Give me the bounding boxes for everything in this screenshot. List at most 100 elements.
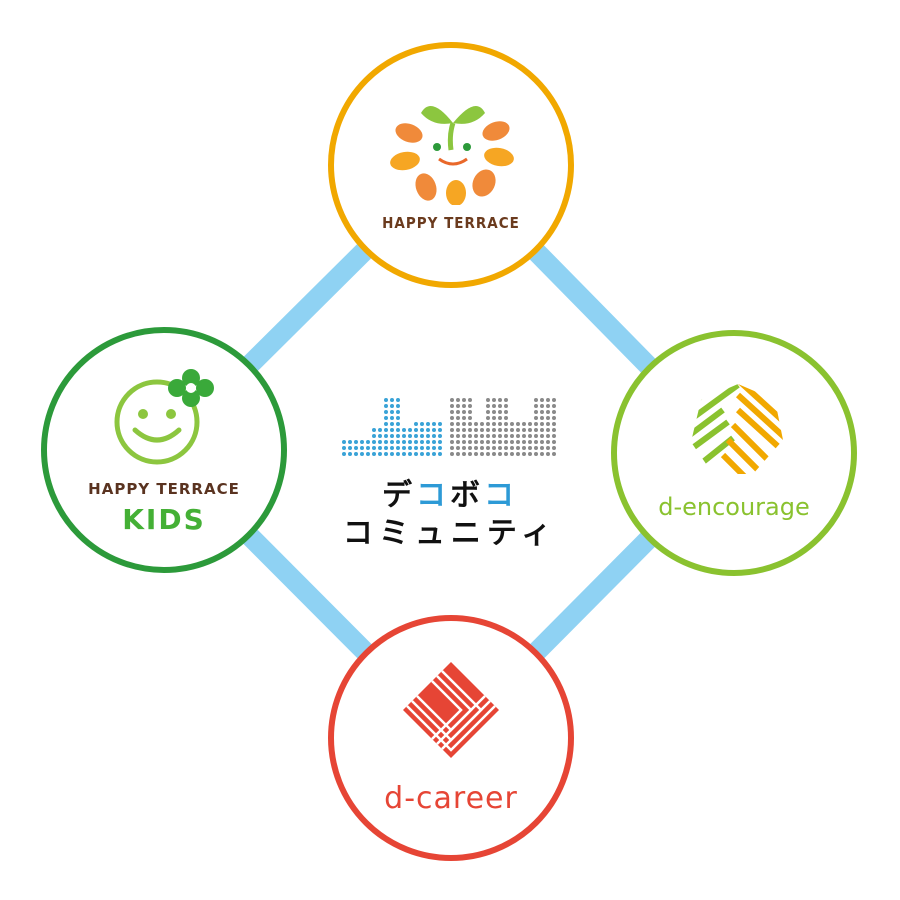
logo-dot — [456, 440, 460, 444]
logo-dot — [366, 452, 370, 456]
logo-dot — [546, 452, 550, 456]
logo-dot — [504, 404, 508, 408]
logo-dot — [486, 428, 490, 432]
logo-dot — [504, 434, 508, 438]
logo-dot — [456, 398, 460, 402]
logo-dot — [504, 398, 508, 402]
logo-dot — [432, 446, 436, 450]
logo-dot — [486, 422, 490, 426]
logo-dot — [450, 434, 454, 438]
logo-dot — [366, 440, 370, 444]
node-happy-terrace-kids[interactable] — [41, 327, 287, 573]
logo-dot — [480, 434, 484, 438]
logo-dot — [360, 446, 364, 450]
logo-dot — [450, 416, 454, 420]
logo-dot — [426, 446, 430, 450]
logo-dot — [504, 452, 508, 456]
d-encourage-logo-icon — [691, 384, 783, 474]
logo-dot — [396, 440, 400, 444]
logo-dot — [492, 440, 496, 444]
logo-dot — [450, 440, 454, 444]
logo-dot — [540, 446, 544, 450]
logo-dot — [408, 440, 412, 444]
logo-dot — [390, 446, 394, 450]
logo-dot — [468, 398, 472, 402]
logo-dot — [486, 404, 490, 408]
logo-dot — [390, 428, 394, 432]
logo-dot — [462, 440, 466, 444]
logo-dot — [498, 440, 502, 444]
logo-dot — [408, 434, 412, 438]
center-title-char-4: コ — [484, 478, 518, 513]
logo-dot — [450, 404, 454, 408]
logo-dot — [498, 416, 502, 420]
logo-dot — [426, 440, 430, 444]
logo-dot — [510, 428, 514, 432]
logo-dot — [468, 452, 472, 456]
logo-dot — [498, 398, 502, 402]
happy-terrace-kids-label: HAPPY TERRACE — [88, 480, 240, 498]
logo-dot — [414, 434, 418, 438]
logo-dot — [498, 434, 502, 438]
logo-dot — [534, 440, 538, 444]
happy-terrace-label: HAPPY TERRACE — [382, 214, 520, 232]
logo-dot — [438, 452, 442, 456]
logo-dot — [390, 404, 394, 408]
logo-dot — [534, 398, 538, 402]
logo-dot — [432, 428, 436, 432]
logo-dot — [468, 410, 472, 414]
logo-dot — [498, 404, 502, 408]
logo-dot — [450, 410, 454, 414]
logo-dot — [552, 434, 556, 438]
logo-dot — [540, 398, 544, 402]
logo-dot — [516, 422, 520, 426]
logo-dot — [552, 410, 556, 414]
logo-dot — [534, 452, 538, 456]
logo-dot — [384, 416, 388, 420]
logo-dot — [342, 452, 346, 456]
logo-dot — [540, 440, 544, 444]
logo-dot — [384, 428, 388, 432]
logo-dot — [522, 446, 526, 450]
logo-dot — [504, 422, 508, 426]
logo-dot — [486, 434, 490, 438]
logo-dot — [462, 434, 466, 438]
logo-dot — [414, 422, 418, 426]
logo-dot — [528, 446, 532, 450]
logo-dot — [408, 428, 412, 432]
logo-dot — [504, 416, 508, 420]
logo-dot — [378, 428, 382, 432]
logo-dot — [438, 446, 442, 450]
logo-dot — [480, 446, 484, 450]
logo-dot — [480, 452, 484, 456]
logo-dot — [396, 446, 400, 450]
logo-dot — [456, 422, 460, 426]
logo-dot — [384, 434, 388, 438]
logo-dot — [486, 416, 490, 420]
logo-dot — [414, 446, 418, 450]
logo-dot — [516, 446, 520, 450]
logo-dot — [384, 404, 388, 408]
logo-dot — [474, 440, 478, 444]
logo-dot — [462, 398, 466, 402]
logo-dot — [540, 452, 544, 456]
logo-dot — [492, 398, 496, 402]
logo-dot — [456, 446, 460, 450]
logo-dot — [378, 440, 382, 444]
logo-dot — [432, 434, 436, 438]
logo-dot — [510, 446, 514, 450]
logo-dot — [384, 422, 388, 426]
center-title-char-1: デ — [382, 478, 416, 513]
logo-dot — [552, 422, 556, 426]
logo-dot — [540, 416, 544, 420]
logo-dot — [378, 446, 382, 450]
logo-dot — [420, 422, 424, 426]
logo-dot — [438, 434, 442, 438]
logo-dot — [552, 428, 556, 432]
logo-dot — [396, 398, 400, 402]
logo-dot — [492, 452, 496, 456]
logo-dot — [456, 428, 460, 432]
logo-dot — [372, 452, 376, 456]
logo-dot — [396, 434, 400, 438]
logo-dot — [522, 434, 526, 438]
